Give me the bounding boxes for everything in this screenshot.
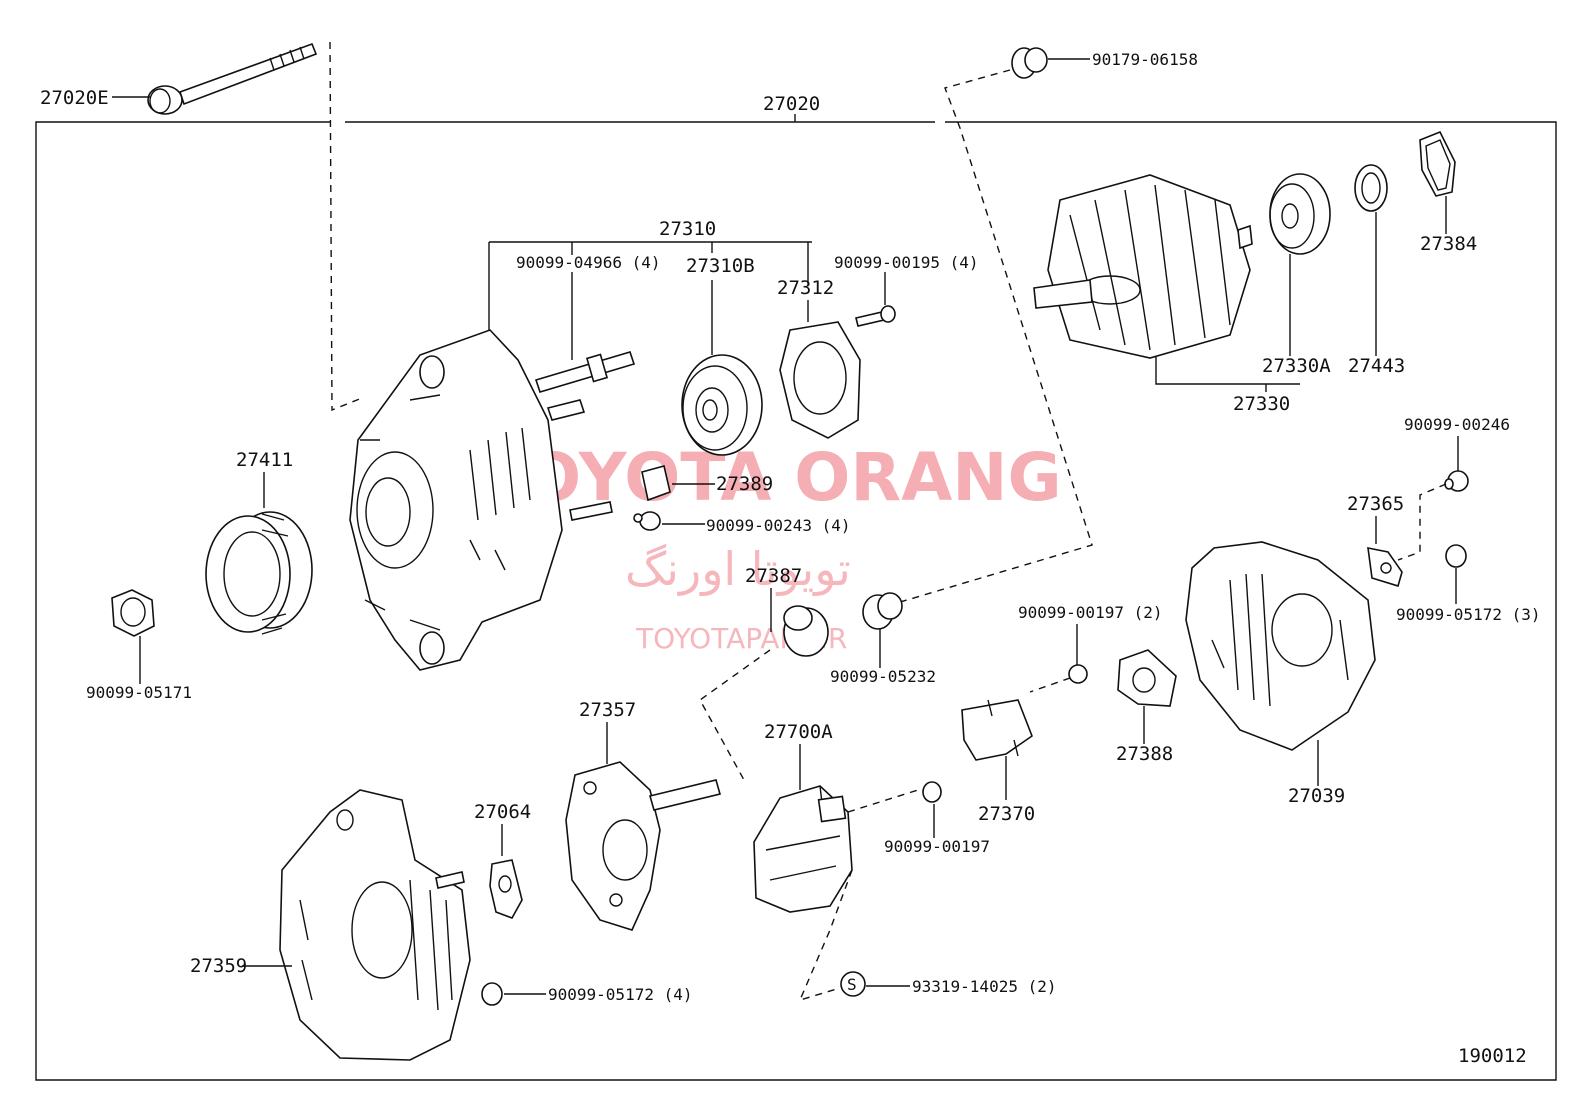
part-nut-90099-00246	[1444, 470, 1469, 492]
label-90099-00197-2: 90099-00197 (2)	[1018, 603, 1163, 622]
part-nut-90099-05172-4	[481, 982, 503, 1006]
part-rotor-27330	[1033, 174, 1253, 359]
part-screw-90099-00197	[922, 781, 942, 803]
label-27387: 27387	[745, 565, 802, 587]
part-long-bolt	[147, 42, 318, 115]
dash-through-path	[879, 69, 1093, 609]
label-27359: 27359	[190, 955, 247, 977]
part-plate-27370	[961, 699, 1033, 761]
label-27388: 27388	[1116, 743, 1173, 765]
label-27020: 27020	[763, 93, 820, 115]
label-90099-00243: 90099-00243 (4)	[706, 516, 851, 535]
part-bearing-27310B	[681, 354, 763, 456]
label-90099-05232: 90099-05232	[830, 667, 936, 686]
part-s-symbol	[840, 971, 866, 997]
label-90099-00246: 90099-00246	[1404, 415, 1510, 434]
part-ring-27443	[1354, 164, 1388, 212]
part-screw-90099-00195	[855, 305, 896, 327]
label-90099-05172-4: 90099-05172 (4)	[548, 985, 693, 1004]
label-27039: 27039	[1288, 785, 1345, 807]
label-90179-06158: 90179-06158	[1092, 50, 1198, 69]
dash-stud-path	[699, 649, 771, 781]
label-93319-14025: 93319-14025 (2)	[912, 977, 1057, 996]
part-nut-90099-05171	[111, 589, 155, 637]
s-symbol-text: S	[847, 975, 857, 994]
label-27384: 27384	[1420, 233, 1477, 255]
part-plate-27365	[1367, 546, 1403, 588]
assembly-frame	[35, 121, 1557, 1081]
label-27700A: 27700A	[764, 721, 833, 743]
label-27064: 27064	[474, 801, 531, 823]
watermark-title: TOYOTA ORANG	[480, 439, 1062, 516]
part-pulley-27411	[205, 511, 313, 635]
label-90099-04966: 90099-04966 (4)	[516, 253, 661, 272]
part-nut-90099-00243	[633, 511, 661, 531]
label-27310B: 27310B	[686, 255, 755, 277]
label-27020E: 27020E	[40, 87, 109, 109]
label-27330: 27330	[1233, 393, 1290, 415]
label-27357: 27357	[579, 699, 636, 721]
part-rear-cover-27359	[279, 789, 471, 1061]
label-27411: 27411	[236, 449, 293, 471]
part-nut-90179	[1011, 47, 1048, 79]
part-bearing-27330A	[1269, 173, 1331, 255]
label-27312: 27312	[777, 277, 834, 299]
part-regulator-27700A	[753, 785, 853, 913]
dash-bolt-path	[329, 41, 363, 412]
label-90099-00197: 90099-00197	[884, 837, 990, 856]
label-27370: 27370	[978, 803, 1035, 825]
part-rear-end-frame-27039	[1185, 541, 1376, 751]
label-90099-00195: 90099-00195 (4)	[834, 253, 979, 272]
label-27443: 27443	[1348, 355, 1405, 377]
label-90099-05172-3: 90099-05172 (3)	[1396, 605, 1541, 624]
part-screw-90099-00197-2	[1068, 664, 1088, 684]
diagram-code: 190012	[1458, 1045, 1527, 1067]
part-holder-27388	[1117, 649, 1177, 707]
label-27365: 27365	[1347, 493, 1404, 515]
part-rectifier-27357	[565, 761, 721, 931]
part-insulator-27064	[489, 859, 523, 919]
label-27389: 27389	[716, 473, 773, 495]
label-90099-05171: 90099-05171	[86, 683, 192, 702]
part-stud-90099-04966	[534, 351, 636, 393]
part-nut-90099-05232	[862, 592, 903, 630]
part-retainer-27312	[779, 321, 861, 439]
part-cover-27384	[1419, 130, 1456, 197]
part-collar-27387	[783, 605, 829, 657]
part-insulator-27389	[641, 465, 671, 502]
label-27310: 27310	[659, 218, 716, 240]
watermark-persian: تویوتا اورنگ	[625, 542, 851, 597]
part-drive-end-frame	[349, 329, 613, 671]
part-nut-90099-05172-3	[1445, 544, 1467, 568]
label-27330A: 27330A	[1262, 355, 1331, 377]
